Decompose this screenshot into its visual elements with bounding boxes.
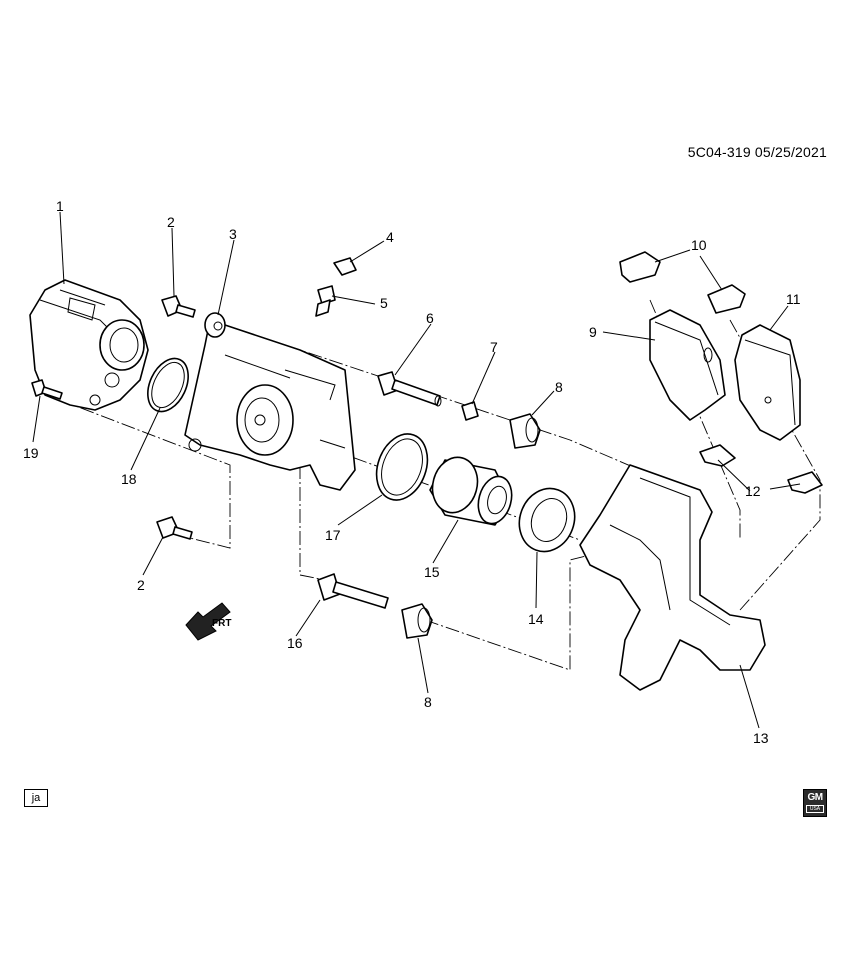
inner-brake-pad	[649, 309, 726, 421]
callout-1: 1	[56, 198, 64, 214]
guide-pin-boot-lower	[401, 603, 433, 639]
guide-pin-bushing	[461, 401, 479, 421]
outer-brake-pad	[734, 324, 801, 441]
callout-14: 14	[528, 611, 544, 627]
callout-16: 16	[287, 635, 303, 651]
diagram-reference: 5C04-319 05/25/2021	[687, 144, 827, 160]
front-direction-arrow: FRT	[185, 602, 231, 641]
caliper-bolt-upper	[161, 295, 196, 318]
piston-dust-boot	[518, 487, 576, 553]
caliper-bolt-lower	[156, 516, 193, 540]
callout-4: 4	[386, 229, 394, 245]
motor-bolt	[31, 379, 63, 400]
bleeder-valve	[315, 285, 336, 317]
caliper-housing	[184, 312, 356, 491]
callout-10: 10	[691, 237, 707, 253]
guide-pin-boot-upper	[509, 413, 541, 449]
guide-pin-bolt	[377, 371, 442, 407]
front-direction-label: FRT	[212, 618, 231, 629]
guide-pin-lower	[317, 573, 389, 609]
callout-12: 12	[745, 483, 761, 499]
leader-lines	[32, 211, 801, 729]
gm-logo: GM USA	[803, 789, 827, 817]
callout-8-lower: 8	[424, 694, 432, 710]
callout-19: 19	[23, 445, 39, 461]
callout-2-lower: 2	[137, 577, 145, 593]
callout-18: 18	[121, 471, 137, 487]
callout-9: 9	[589, 324, 597, 340]
callout-15: 15	[424, 564, 440, 580]
park-brake-motor	[29, 279, 149, 411]
gm-logo-subtext: USA	[806, 805, 824, 813]
callout-8-upper: 8	[555, 379, 563, 395]
caliper-bracket	[579, 464, 766, 691]
piston	[429, 456, 513, 526]
abutment-clip-upper	[619, 251, 746, 314]
language-code-box: ja	[24, 789, 48, 807]
callout-5: 5	[380, 295, 388, 311]
abutment-clip-lower	[699, 444, 823, 494]
callout-17: 17	[325, 527, 341, 543]
callout-6: 6	[426, 310, 434, 326]
callout-7: 7	[490, 339, 498, 355]
callout-13: 13	[753, 730, 769, 746]
gm-logo-text: GM	[807, 792, 823, 803]
callout-numbers: 1 2 3 4 5 6 7 8 9 10 11 12 13 14 15 16 1…	[23, 198, 801, 746]
motor-o-ring	[147, 357, 189, 413]
callout-3: 3	[229, 226, 237, 242]
callout-11: 11	[786, 291, 801, 307]
callout-2-upper: 2	[167, 214, 175, 230]
piston-seal	[375, 433, 429, 501]
